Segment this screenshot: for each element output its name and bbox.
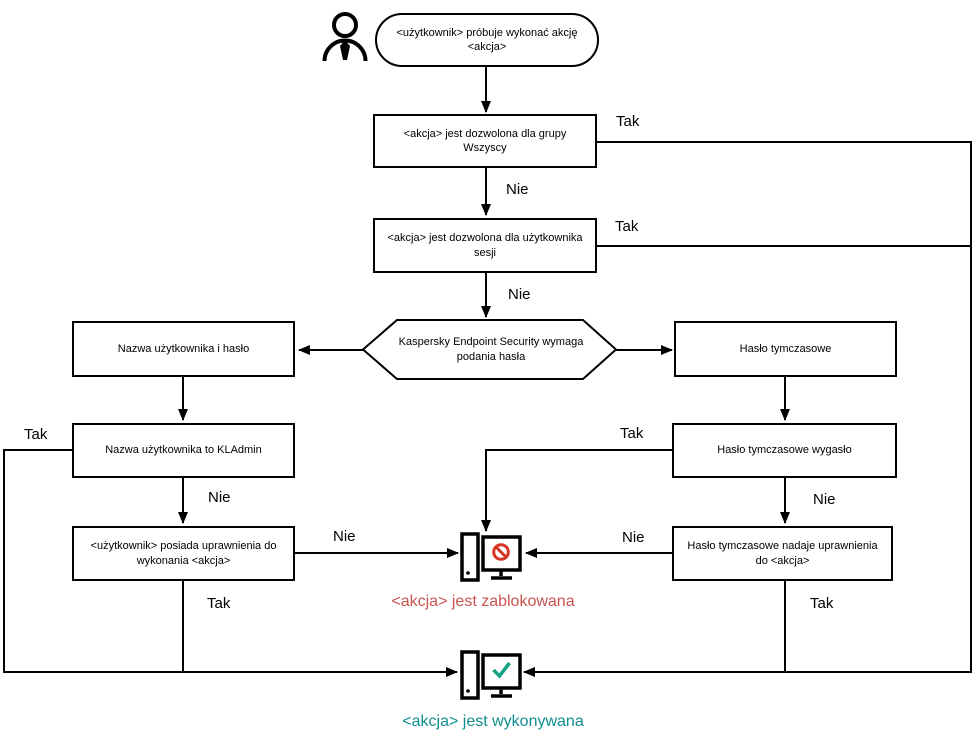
label-yes-permissions: Tak	[207, 595, 231, 612]
node-password-required: Kaspersky Endpoint Security wymaga podan…	[385, 320, 597, 379]
blocked-computer-icon	[460, 532, 522, 582]
label-no-kladmin: Nie	[208, 489, 231, 506]
label-no-grants: Nie	[622, 529, 645, 546]
label-yes-kladmin: Tak	[24, 426, 48, 443]
edge-expired-yes-to-blocked	[481, 449, 672, 532]
node-allowed-session-user-label: <akcja> jest dozwolona dla użytkownika s…	[387, 232, 583, 259]
node-temp-password-grants-label: Hasło tymczasowe nadaje uprawnienia do <…	[687, 540, 878, 567]
node-username-password-label: Nazwa użytkownika i hasło	[117, 342, 250, 355]
node-temp-password-grants: Hasło tymczasowe nadaje uprawnienia do <…	[672, 526, 893, 581]
result-executed-text: <akcja> jest wykonywana	[402, 713, 584, 730]
label-no-session: Nie	[508, 286, 531, 303]
node-allowed-everyone-label: <akcja> jest dozwolona dla grupy Wszyscy	[403, 127, 567, 154]
node-start: <użytkownik> próbuje wykonać akcję <akcj…	[375, 13, 599, 67]
node-user-has-permissions-label: <użytkownik> posiada uprawnienia do wyko…	[90, 540, 277, 567]
node-start-label: <użytkownik> próbuje wykonać akcję <akcj…	[396, 26, 578, 53]
result-blocked-text: <akcja> jest zablokowana	[391, 593, 575, 610]
node-temp-password-expired-label: Hasło tymczasowe wygasło	[717, 444, 852, 457]
label-no-everyone: Nie	[506, 181, 529, 198]
node-username-password: Nazwa użytkownika i hasło	[72, 321, 295, 377]
label-yes-session: Tak	[615, 218, 639, 235]
checkmark-icon	[492, 661, 511, 679]
label-yes-grants: Tak	[810, 595, 834, 612]
node-temporary-password-label: Hasło tymczasowe	[739, 342, 832, 355]
executed-computer-icon	[460, 650, 522, 700]
decision-hexagon	[361, 319, 618, 380]
node-password-required-label: Kaspersky Endpoint Security wymaga podan…	[398, 336, 584, 363]
label-yes-everyone: Tak	[616, 113, 640, 130]
node-username-kladmin-label: Nazwa użytkownika to KLAdmin	[105, 444, 262, 457]
user-icon	[322, 12, 368, 62]
node-allowed-everyone: <akcja> jest dozwolona dla grupy Wszyscy	[373, 114, 597, 168]
label-no-permissions: Nie	[333, 528, 356, 545]
node-temp-password-expired: Hasło tymczasowe wygasło	[672, 423, 897, 478]
node-allowed-session-user: <akcja> jest dozwolona dla użytkownika s…	[373, 218, 597, 273]
prohibition-icon	[492, 543, 510, 561]
node-temporary-password: Hasło tymczasowe	[674, 321, 897, 377]
label-yes-expired: Tak	[620, 425, 644, 442]
edge-everyone-yes-to-executed	[523, 141, 972, 677]
node-username-kladmin: Nazwa użytkownika to KLAdmin	[72, 423, 295, 478]
edge-kladmin-yes-to-executed	[3, 449, 458, 677]
label-no-expired: Nie	[813, 491, 836, 508]
node-user-has-permissions: <użytkownik> posiada uprawnienia do wyko…	[72, 526, 295, 581]
